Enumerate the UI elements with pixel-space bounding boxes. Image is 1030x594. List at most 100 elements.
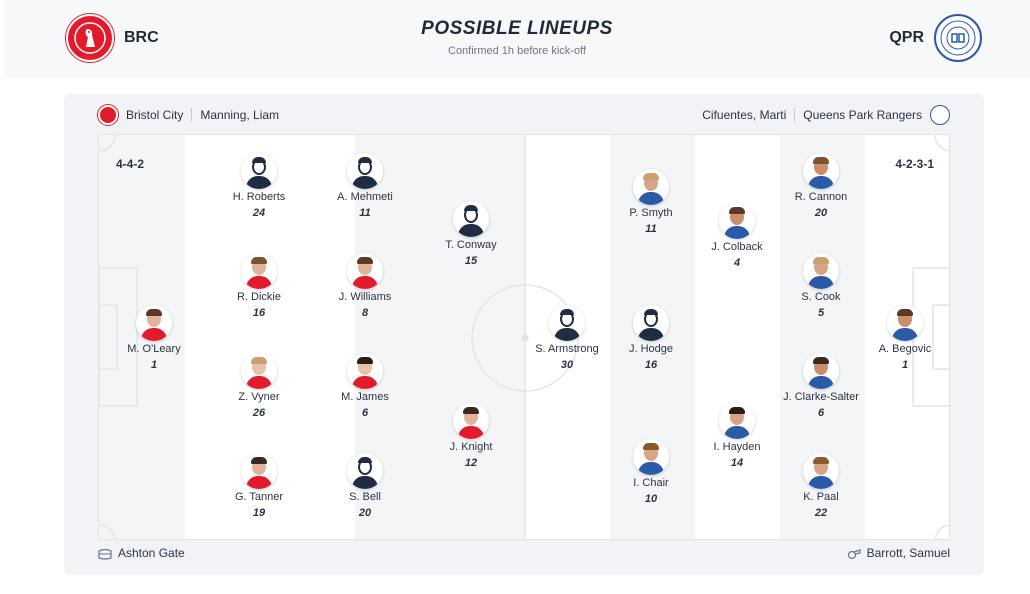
player-number: 10 <box>644 493 658 505</box>
home-team[interactable]: BRC <box>66 14 159 62</box>
player-avatar-icon <box>241 253 277 289</box>
player-number: 12 <box>464 457 478 469</box>
qpr-crest-icon <box>934 14 982 62</box>
player-name: J. Clarke-Salter <box>783 391 859 403</box>
player-avatar-icon <box>453 403 489 439</box>
away-player[interactable]: J. Hodge 16 <box>596 305 706 371</box>
home-player[interactable]: A. Mehmeti 11 <box>310 153 420 219</box>
away-player[interactable]: S. Cook 5 <box>766 253 876 319</box>
away-player[interactable]: R. Cannon 20 <box>766 153 876 219</box>
page-subtitle: Confirmed 1h before kick-off <box>448 45 586 57</box>
player-avatar-icon <box>633 169 669 205</box>
player-name: J. Hodge <box>628 343 674 355</box>
player-name: I. Hayden <box>713 441 761 453</box>
player-avatar-icon <box>347 453 383 489</box>
away-team-name[interactable]: Queens Park Rangers <box>803 108 922 122</box>
player-name: P. Smyth <box>629 207 673 219</box>
player-avatar-icon <box>453 201 489 237</box>
bristol-city-crest-icon <box>66 14 114 62</box>
player-name: S. Bell <box>349 491 381 503</box>
home-player[interactable]: H. Roberts 24 <box>204 153 314 219</box>
player-number: 22 <box>814 507 828 519</box>
player-name: M. James <box>341 391 389 403</box>
player-avatar-icon <box>719 203 755 239</box>
player-number: 16 <box>644 359 658 371</box>
player-number: 5 <box>817 307 825 319</box>
player-number: 26 <box>252 407 266 419</box>
player-avatar-icon <box>803 253 839 289</box>
player-number: 1 <box>901 359 909 371</box>
player-name: G. Tanner <box>234 491 284 503</box>
player-number: 6 <box>817 407 825 419</box>
bristol-city-mini-crest-icon <box>98 105 118 125</box>
away-player[interactable]: J. Clarke-Salter 6 <box>766 353 876 419</box>
player-name: K. Paal <box>803 491 839 503</box>
player-name: Z. Vyner <box>238 391 280 403</box>
player-number: 16 <box>252 307 266 319</box>
away-player[interactable]: K. Paal 22 <box>766 453 876 519</box>
away-player[interactable]: I. Chair 10 <box>596 439 706 505</box>
player-number: 11 <box>359 207 371 219</box>
player-name: I. Chair <box>633 477 669 489</box>
player-name: T. Conway <box>445 239 497 251</box>
home-player[interactable]: S. Bell 20 <box>310 453 420 519</box>
away-manager[interactable]: Cifuentes, Marti <box>702 108 787 122</box>
player-avatar-icon <box>803 453 839 489</box>
player-avatar-icon <box>633 439 669 475</box>
stadium-name[interactable]: Ashton Gate <box>118 546 185 560</box>
home-team-abbr: BRC <box>124 29 159 46</box>
divider <box>794 108 796 122</box>
referee: Barrott, Samuel <box>847 546 950 560</box>
player-number: 20 <box>358 507 372 519</box>
lineup-card: Bristol City Manning, Liam Cifuentes, Ma… <box>64 94 984 575</box>
whistle-icon <box>847 548 861 559</box>
home-player[interactable]: M. O'Leary 1 <box>99 305 209 371</box>
divider <box>191 108 193 122</box>
stadium: Ashton Gate <box>98 546 185 560</box>
match-footer: Ashton Gate Barrott, Samuel <box>98 546 950 560</box>
home-player[interactable]: M. James 6 <box>310 353 420 419</box>
home-manager[interactable]: Manning, Liam <box>200 108 280 122</box>
home-team-name[interactable]: Bristol City <box>126 108 184 122</box>
home-player[interactable]: R. Dickie 16 <box>204 253 314 319</box>
player-name: S. Cook <box>801 291 841 303</box>
player-avatar-icon <box>241 153 277 189</box>
player-name: M. O'Leary <box>127 343 181 355</box>
player-number: 8 <box>361 307 369 319</box>
away-player[interactable]: I. Hayden 14 <box>682 403 792 469</box>
player-name: R. Dickie <box>236 291 281 303</box>
away-player[interactable]: P. Smyth 11 <box>596 169 706 235</box>
player-number: 1 <box>150 359 158 371</box>
referee-name[interactable]: Barrott, Samuel <box>866 546 950 560</box>
player-avatar-icon <box>633 305 669 341</box>
player-name: R. Cannon <box>794 191 848 203</box>
player-avatar-icon <box>136 305 172 341</box>
away-team[interactable]: QPR <box>889 14 982 62</box>
player-number: 20 <box>814 207 828 219</box>
player-avatar-icon <box>347 153 383 189</box>
player-name: H. Roberts <box>232 191 286 203</box>
player-number: 11 <box>645 223 657 235</box>
player-number: 24 <box>252 207 266 219</box>
page-title: POSSIBLE LINEUPS <box>421 18 613 39</box>
player-avatar-icon <box>803 153 839 189</box>
home-player[interactable]: Z. Vyner 26 <box>204 353 314 419</box>
player-avatar-icon <box>241 353 277 389</box>
player-avatar-icon <box>241 453 277 489</box>
player-avatar-icon <box>803 353 839 389</box>
away-info: Cifuentes, Marti Queens Park Rangers <box>702 105 950 125</box>
player-number: 14 <box>730 457 744 469</box>
player-name: A. Mehmeti <box>337 191 393 203</box>
player-avatar-icon <box>719 403 755 439</box>
player-number: 6 <box>361 407 369 419</box>
away-formation: 4-2-3-1 <box>895 157 934 171</box>
